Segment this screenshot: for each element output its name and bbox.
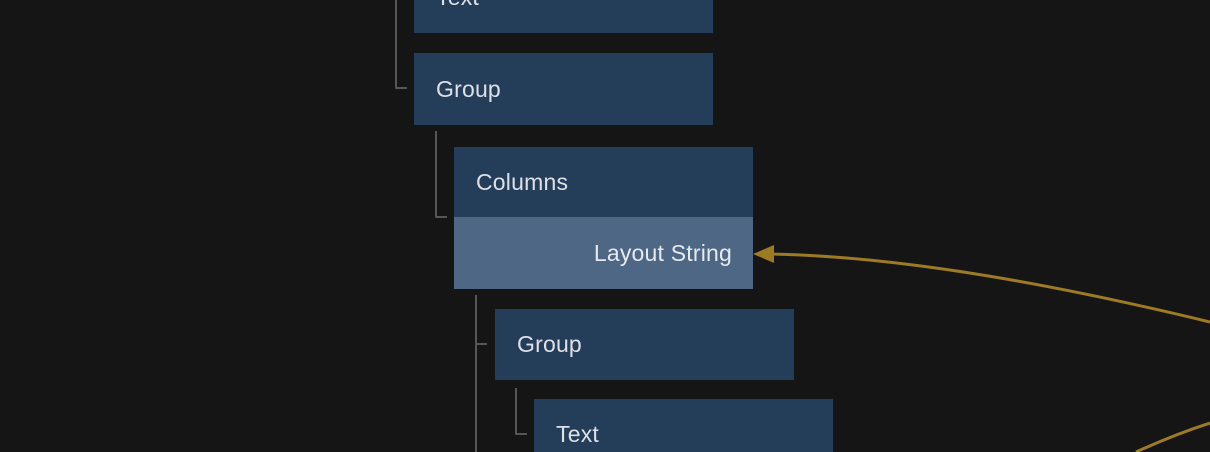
wire-curve-bottom-right[interactable]	[1135, 421, 1210, 452]
node-label: Columns	[476, 168, 569, 195]
node-label: Text	[436, 0, 479, 11]
node-label: Group	[517, 331, 582, 357]
port-layout-string[interactable]: Layout String	[454, 217, 753, 289]
wire-arrowhead-icon	[753, 245, 774, 263]
node-label: Text	[556, 421, 599, 447]
tree-node-text-bottom[interactable]: Text	[534, 399, 833, 452]
tree-connector-line	[515, 388, 527, 435]
tree-node-group-lower[interactable]: Group	[495, 309, 794, 380]
port-label: Layout String	[593, 239, 732, 266]
wire-curve-layout-string[interactable]	[769, 252, 1210, 324]
tree-connector-line	[435, 131, 447, 218]
tree-node-group-upper[interactable]: Group	[414, 53, 713, 125]
tree-node-text-top[interactable]: Text	[414, 0, 713, 33]
columns-node-header[interactable]: Columns	[454, 147, 753, 217]
tree-connector-line	[395, 0, 407, 89]
node-label: Group	[436, 75, 501, 102]
tree-node-columns[interactable]: Columns Layout String	[454, 147, 753, 289]
